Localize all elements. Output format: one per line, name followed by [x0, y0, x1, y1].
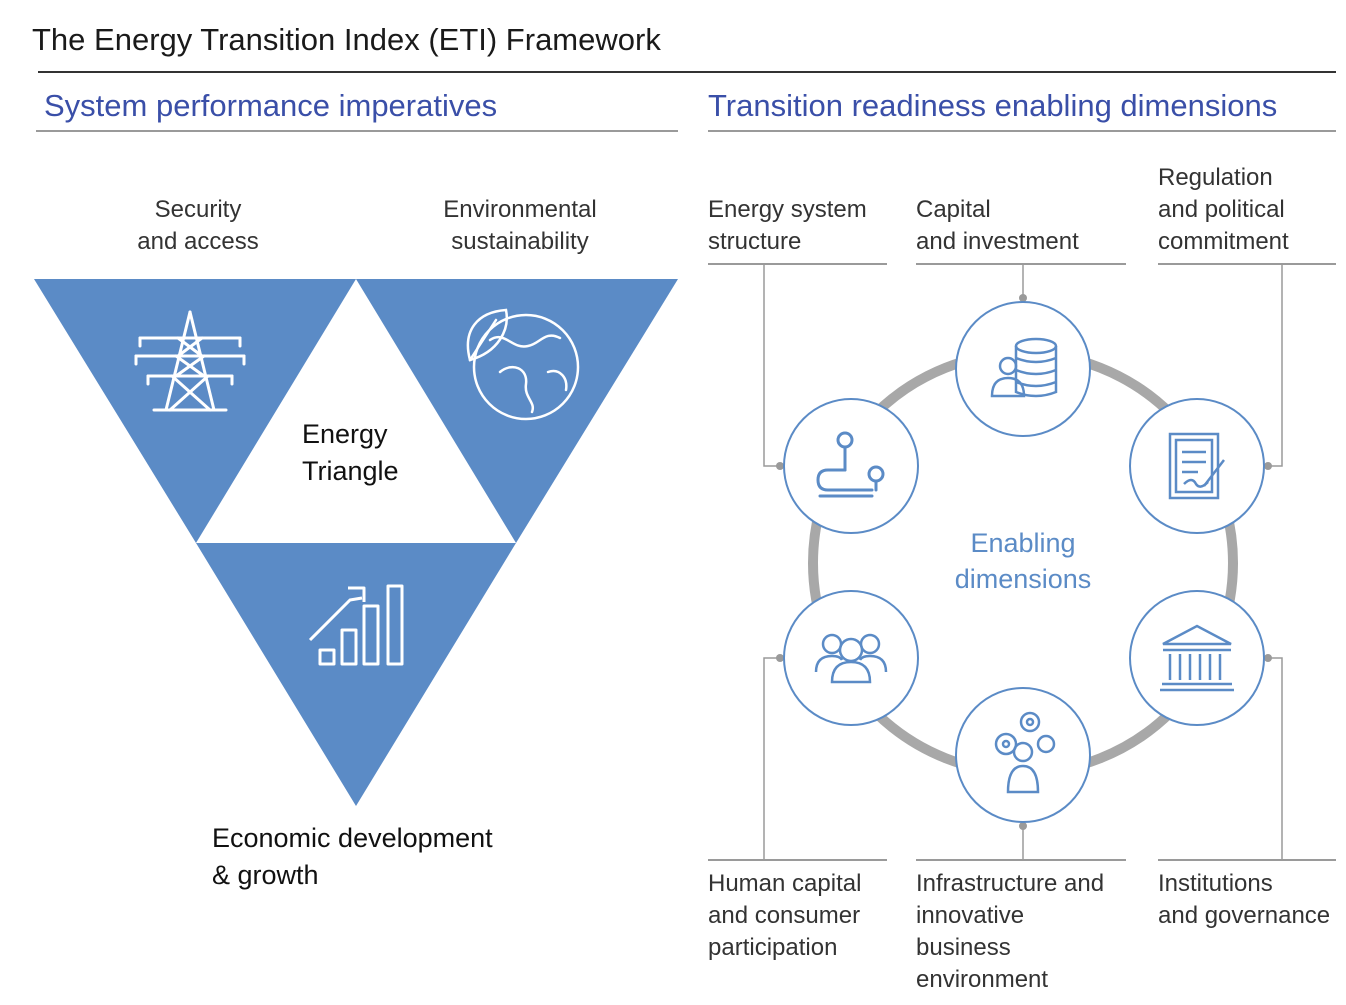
energy-system-node: [783, 398, 919, 534]
globe-leaf-icon: [466, 308, 580, 421]
enabling-dimensions-label: Enabling dimensions: [954, 528, 1092, 594]
human-capital-label: Human capital and consumer participation: [708, 870, 862, 961]
economic-label: Economic development & growth: [212, 823, 493, 890]
right-heading-divider: [708, 130, 1336, 132]
regulation-label: Regulation and political commitment: [1158, 164, 1289, 255]
people-group-icon: [814, 633, 888, 684]
energy-system-label: Energy system structure: [708, 196, 867, 255]
energy-triangle-label: Energy Triangle: [302, 419, 399, 486]
pipeline-icon: [816, 431, 885, 498]
institutions-node: [1129, 590, 1265, 726]
infrastructure-label: Infrastructure and innovative business e…: [916, 870, 1105, 993]
growth-chart-icon: [308, 584, 404, 666]
security-label: Security and access: [137, 196, 259, 255]
environmental-segment: [356, 279, 678, 543]
economic-segment: [196, 543, 516, 806]
enabling-dimensions-diagram: [708, 263, 1336, 861]
title-divider: [38, 71, 1336, 73]
left-heading-divider: [36, 130, 678, 132]
environmental-label: Environmental sustainability: [443, 196, 597, 255]
capital-label: Capital and investment: [916, 196, 1079, 255]
government-building-icon: [1160, 624, 1234, 692]
right-section-heading: Transition readiness enabling dimensions: [708, 88, 1278, 123]
regulation-node: [1129, 398, 1265, 534]
capital-node: [955, 301, 1091, 437]
infrastructure-node: [955, 687, 1091, 823]
human-capital-node: [783, 590, 919, 726]
connector-dots: [776, 294, 1272, 830]
left-section-heading: System performance imperatives: [44, 88, 498, 123]
institutions-label: Institutions and governance: [1158, 870, 1331, 929]
signed-document-icon: [1168, 432, 1225, 500]
energy-triangle-diagram: [34, 279, 678, 806]
dimension-nodes: [783, 301, 1265, 823]
gears-person-icon: [994, 711, 1056, 794]
power-pylon-icon: [134, 310, 246, 412]
page-title: The Energy Transition Index (ETI) Framew…: [32, 22, 661, 57]
energy-triangle-center: [198, 283, 514, 541]
coin-investor-icon: [990, 337, 1058, 398]
connector-lines: [763, 264, 1283, 860]
